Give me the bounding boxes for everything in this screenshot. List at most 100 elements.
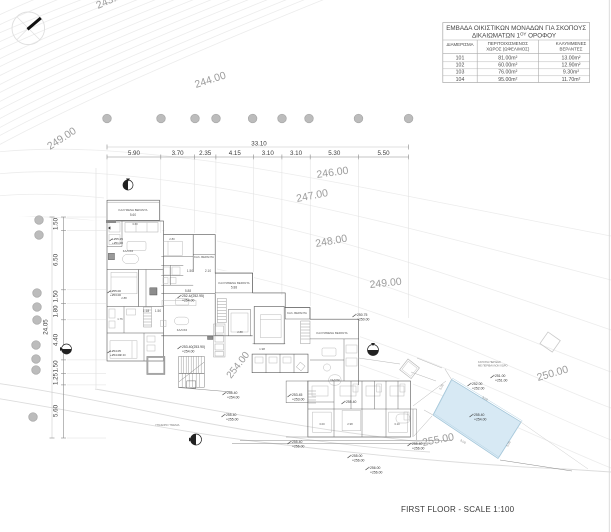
svg-text:1.50: 1.50	[53, 290, 60, 303]
svg-text:76.00m²: 76.00m²	[498, 70, 517, 76]
svg-text:+255.00: +255.00	[110, 289, 121, 293]
svg-text:249.00: 249.00	[45, 125, 79, 153]
svg-text:+253.00: +253.00	[292, 398, 304, 402]
svg-text:4.15: 4.15	[229, 150, 242, 157]
svg-text:5.00: 5.00	[438, 383, 444, 390]
svg-text:5.50: 5.50	[377, 150, 390, 157]
svg-text:ΔΙΚΑΙΩΜΑΤΩΝ 1ΟΥ ΟΡΟΦΟΥ: ΔΙΚΑΙΩΜΑΤΩΝ 1ΟΥ ΟΡΟΦΟΥ	[472, 31, 557, 39]
svg-text:1.18: 1.18	[143, 309, 149, 313]
svg-text:ΚΑΛΥΜΜΕΝΗ ΒΕΡΑΝΤΑ: ΚΑΛΥΜΜΕΝΗ ΒΕΡΑΝΤΑ	[218, 281, 249, 285]
svg-text:5.90: 5.90	[128, 150, 141, 157]
svg-text:ΔΙΑΜΕΡΙΣΜΑ: ΔΙΑΜΕΡΙΣΜΑ	[446, 42, 473, 47]
svg-text:ΕΜΒΑΔΑ ΟΙΚΙΣΤΙΚΩΝ ΜΟΝΑΔΩΝ ΓΙΑ: ΕΜΒΑΔΑ ΟΙΚΙΣΤΙΚΩΝ ΜΟΝΑΔΩΝ ΓΙΑ ΣΚΟΠΟΥΣ	[446, 25, 586, 32]
svg-text:2.88: 2.88	[237, 330, 243, 334]
svg-text:ΚΑΛΥΜΜΕΝΗ ΒΕΡΑΝΤΑ: ΚΑΛΥΜΜΕΝΗ ΒΕΡΑΝΤΑ	[316, 331, 347, 335]
svg-text:102: 102	[456, 63, 465, 69]
svg-text:ΠΕΡΙΤΟΙΧΙΣΜΕΝΟΣ: ΠΕΡΙΤΟΙΧΙΣΜΕΝΟΣ	[488, 41, 529, 46]
svg-text:ΧΩΡΟΣ (ΩΦΕΛΙΜΟΣ): ΧΩΡΟΣ (ΩΦΕΛΙΜΟΣ)	[486, 46, 530, 51]
svg-text:101: 101	[456, 56, 465, 62]
svg-text:+250.00: +250.00	[357, 318, 369, 322]
svg-text:1.50: 1.50	[155, 309, 161, 313]
svg-text:5.00: 5.00	[505, 440, 511, 447]
svg-text:4.40: 4.40	[53, 333, 60, 346]
svg-text:104: 104	[456, 77, 465, 83]
svg-text:60.00m²: 60.00m²	[498, 63, 517, 69]
svg-text:2.98: 2.98	[347, 422, 353, 426]
svg-text:ΒΕΡΑΝΤΕΣ: ΒΕΡΑΝΤΕΣ	[560, 46, 583, 51]
svg-text:+256.00: +256.00	[368, 466, 380, 470]
svg-text:FIRST FLOOR - SCALE 1:100: FIRST FLOOR - SCALE 1:100	[401, 505, 515, 514]
svg-text:5.60: 5.60	[53, 404, 60, 417]
svg-text:+255.40: +255.40	[290, 440, 302, 444]
svg-text:244.00: 244.00	[193, 69, 227, 90]
svg-text:5.88: 5.88	[231, 286, 237, 290]
svg-text:2.88: 2.88	[121, 296, 127, 300]
svg-text:250.00: 250.00	[536, 363, 570, 383]
svg-text:12.90m²: 12.90m²	[561, 63, 580, 69]
svg-text:+251.00: +251.00	[112, 241, 123, 245]
svg-text:243.00: 243.00	[94, 0, 128, 12]
svg-text:255.00: 255.00	[421, 431, 455, 449]
svg-text:1.25: 1.25	[53, 372, 60, 385]
svg-text:2.35: 2.35	[199, 150, 212, 157]
svg-text:246.00: 246.00	[316, 165, 350, 181]
svg-text:+255.00: +255.00	[350, 454, 362, 458]
svg-text:11.70m²: 11.70m²	[562, 77, 581, 83]
svg-text:+255.40: +255.40	[410, 442, 422, 446]
svg-text:ΣΑΛΟΝΙ: ΣΑΛΟΝΙ	[177, 328, 188, 332]
svg-text:+253.00: +253.00	[110, 293, 121, 297]
svg-text:+250.75: +250.75	[355, 313, 367, 317]
svg-text:3.00: 3.00	[319, 422, 325, 426]
svg-text:+254.00: +254.00	[227, 396, 239, 400]
svg-text:13.00m²: 13.00m²	[561, 56, 580, 62]
svg-text:+254.00: +254.00	[182, 350, 194, 354]
svg-text:+255.00: +255.00	[226, 418, 238, 422]
svg-text:ΚΑΛΥΜΜΕΝΕΣ: ΚΑΛΥΜΜΕΝΕΣ	[556, 41, 587, 46]
svg-text:+256.00: +256.00	[412, 447, 424, 451]
svg-text:5.60: 5.60	[130, 213, 136, 217]
svg-text:ΜΕ ΠΕΡΙΒΑΛΛΟΝ ΧΩΡΟ: ΜΕ ΠΕΡΙΒΑΛΛΟΝ ΧΩΡΟ	[478, 364, 508, 368]
svg-text:+251.00: +251.00	[495, 379, 507, 383]
svg-text:+256.00: +256.00	[352, 459, 364, 463]
svg-text:3.10: 3.10	[262, 150, 275, 157]
svg-text:+255.40: +255.40	[224, 413, 236, 417]
svg-text:+252.4/(252.95): +252.4/(252.95)	[180, 294, 204, 298]
svg-text:1.80: 1.80	[53, 305, 60, 318]
svg-text:5.88: 5.88	[185, 289, 191, 293]
svg-text:ΚΑΛ. ΒΕΡΑΝΤΑ: ΚΑΛ. ΒΕΡΑΝΤΑ	[287, 311, 307, 315]
svg-text:6.50: 6.50	[53, 253, 60, 266]
svg-text:ΚΑΛ. ΒΕΡΑΝΤΑ: ΚΑΛ. ΒΕΡΑΝΤΑ	[194, 255, 214, 259]
svg-text:ΣΑΛΟΝΙ: ΣΑΛΟΝΙ	[123, 249, 134, 253]
svg-text:ΣΑΛΟΝΙ: ΣΑΛΟΝΙ	[330, 378, 340, 382]
svg-text:1.50: 1.50	[53, 360, 60, 373]
svg-text:2.10: 2.10	[205, 269, 211, 273]
svg-text:+256.00: +256.00	[292, 445, 304, 449]
svg-text:3.10: 3.10	[394, 422, 400, 426]
svg-text:248.00: 248.00	[314, 233, 348, 250]
svg-text:+252.00: +252.00	[472, 387, 484, 391]
svg-text:5.30: 5.30	[328, 150, 341, 157]
svg-text:1.76: 1.76	[117, 317, 123, 321]
svg-text:+254.00: +254.00	[474, 418, 486, 422]
svg-text:+252.00: +252.00	[470, 382, 482, 386]
svg-text:ΚΑΤΟΨΗ ΠΕΡΙΞΗΣ: ΚΑΤΟΨΗ ΠΕΡΙΞΗΣ	[478, 360, 501, 364]
svg-text:103: 103	[456, 70, 465, 76]
svg-text:+255.40: +255.40	[472, 413, 484, 417]
svg-text:+254.00: +254.00	[110, 353, 121, 357]
svg-text:95.00m²: 95.00m²	[498, 77, 517, 83]
svg-text:247.00: 247.00	[295, 187, 329, 205]
svg-text:2.30: 2.30	[120, 353, 126, 357]
svg-text:3.60: 3.60	[132, 222, 138, 226]
svg-text:+253.40(253.90): +253.40(253.90)	[180, 345, 205, 349]
svg-text:81.00m²: 81.00m²	[498, 56, 517, 62]
svg-text:ΚΑΛΥΜΕΝΗ ΒΕΡΑΝΤΑ: ΚΑΛΥΜΕΝΗ ΒΕΡΑΝΤΑ	[119, 208, 148, 212]
svg-text:+253.45: +253.45	[290, 393, 302, 397]
svg-text:24.05: 24.05	[43, 319, 50, 335]
svg-text:3.70: 3.70	[172, 150, 185, 157]
svg-text:+254.05: +254.05	[110, 349, 121, 353]
svg-text:3.10: 3.10	[290, 150, 303, 157]
svg-text:+254.00: +254.00	[182, 299, 194, 303]
svg-text:249.00: 249.00	[369, 276, 402, 291]
svg-text:+255.25: +255.25	[112, 237, 123, 241]
svg-text:ΥΠΑΙΘΡΙΟ ΤΜΗΜΑ: ΥΠΑΙΘΡΙΟ ΤΜΗΜΑ	[155, 423, 180, 427]
